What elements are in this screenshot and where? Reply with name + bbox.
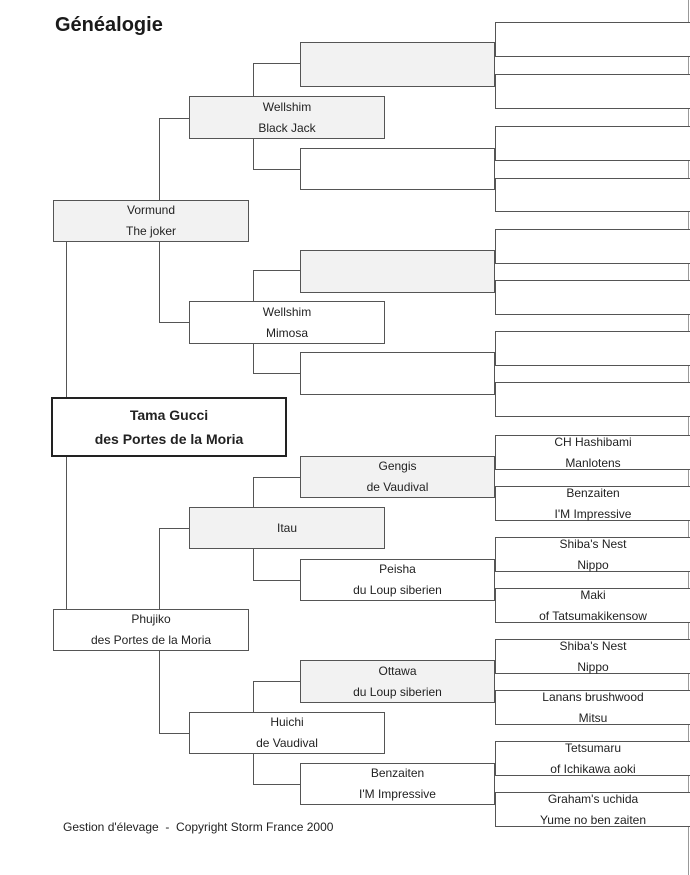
- ancestor-box: [495, 178, 690, 212]
- subject-name: Tama Gucci: [129, 407, 209, 423]
- ancestor-box: [495, 22, 690, 57]
- great-grandparent-box: [300, 250, 495, 293]
- great-grandparent-box: [300, 42, 495, 87]
- ancestor-box: [495, 126, 690, 161]
- ancestor-box: [495, 229, 690, 264]
- sire-box: Vormund The joker: [53, 200, 249, 242]
- subject-box: Tama Gucci des Portes de la Moria: [51, 397, 287, 457]
- ancestor-box: [495, 280, 690, 315]
- page-title: Généalogie: [55, 14, 163, 36]
- grandparent-box: Wellshim Black Jack: [189, 96, 385, 139]
- great-grandparent-box: [300, 148, 495, 190]
- dam-box: Phujiko des Portes de la Moria: [53, 609, 249, 651]
- ancestor-box: [495, 331, 690, 366]
- ancestor-box: [495, 74, 690, 109]
- grandparent-box: Itau: [189, 507, 385, 549]
- ancestor-box: [495, 382, 690, 417]
- footer-copyright: Gestion d'élevage - Copyright Storm Fran…: [63, 820, 334, 834]
- subject-kennel: des Portes de la Moria: [94, 431, 244, 447]
- great-grandparent-box: [300, 352, 495, 395]
- grandparent-box: Wellshim Mimosa: [189, 301, 385, 344]
- grandparent-box: Huichi de Vaudival: [189, 712, 385, 754]
